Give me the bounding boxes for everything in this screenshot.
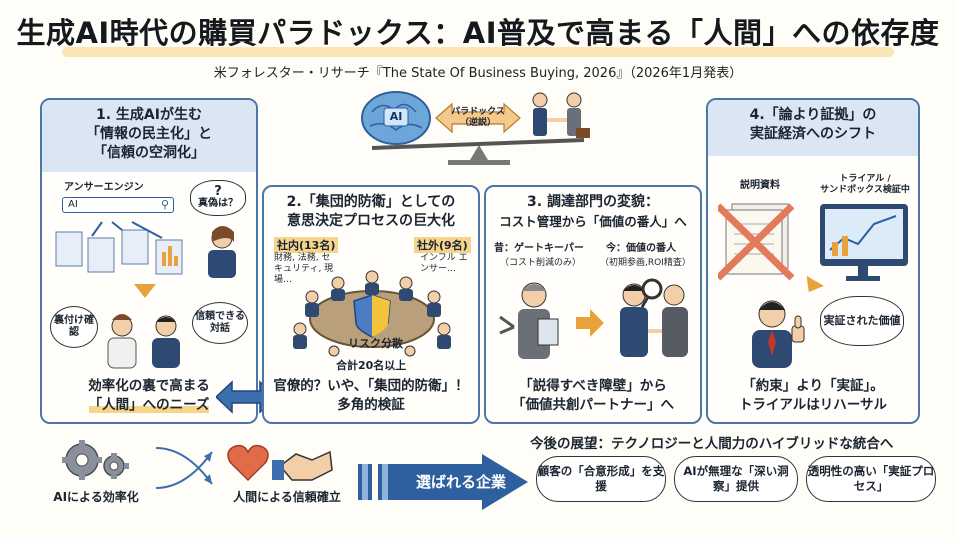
now-label: 今：価値の番人 (606, 243, 676, 254)
panel-4-title-line-1: 4.「論より証拠」の (749, 107, 877, 123)
businessman-thumbsup (752, 300, 805, 368)
panel-4-title-line-2: 実証経済へのシフト (750, 126, 876, 142)
outlook-pill-2: AIが無理な「深い洞察」提供 (674, 456, 798, 502)
panel-1-conclusion: 効率化の裏で高まる 「人間」へのニーズ (42, 377, 256, 415)
doc-label: 説明資料 (740, 180, 780, 191)
panel-1-title-line-1: 1. 生成AIが生む (96, 107, 202, 123)
panel-1-title-line-3: 「信頼の空洞化」 (93, 145, 205, 161)
panel-3-title: 3. 調達部門の変貌： コスト管理から「価値の番人」へ (488, 193, 698, 231)
question-bubble: ? 真偽は？ (190, 180, 246, 216)
scale-icon (361, 91, 590, 165)
panel-1: 1. 生成AIが生む 「情報の民主化」と 「信頼の空洞化」 アンサーエンジン A… (40, 98, 258, 424)
panel-1-title: 1. 生成AIが生む 「情報の民主化」と 「信頼の空洞化」 (46, 106, 252, 163)
paradox-label-1: パラドックス (451, 107, 505, 117)
external-desc: インフル エンサー… (420, 253, 468, 274)
page-subtitle: 米フォレスター・リサーチ『The State Of Business Buyin… (213, 66, 743, 81)
panel-4-header-bg (708, 100, 918, 156)
crossing-arrows-icon (155, 447, 213, 489)
panel-2: 2.「集団的防衛」としての 意思決定プロセスの巨大化 社内(13名) 財務, 法… (262, 185, 480, 424)
conversation-people (107, 314, 180, 369)
panel-4-conclusion-2: トライアルはリハーサル (738, 397, 888, 413)
proof-illustration (718, 203, 908, 281)
internal-label: 社内(13名) (274, 237, 339, 253)
past-label: 昔：ゲートキーパー (494, 243, 584, 254)
outlook-pill-3-text: 透明性の高い「実証プロセス」 (807, 464, 935, 493)
trial-label: トライアル / サンドボックス検証中 (816, 174, 914, 196)
bubble-trust-text: 信頼できる対話 (195, 311, 245, 334)
panel-2-conclusion: 官僚的？いや、「集団的防衛」！ 多角的検証 (264, 377, 478, 415)
chosen-company-arrow (352, 454, 528, 510)
panel-1-title-line-2: 「情報の民主化」と (86, 126, 212, 142)
question-text: 真偽は？ (198, 198, 238, 209)
outlook-title: 今後の展望：テクノロジーと人間力のハイブリッドな統合へ (530, 436, 894, 452)
trial-label-2: サンドボックス検証中 (820, 185, 910, 195)
ai-efficiency-label: AIによる効率化 (53, 490, 139, 504)
panel-3-conclusion-1: 「説得すべき障壁」から (519, 378, 667, 394)
internal-desc: 財務, 法務, セキュリティ, 現場… (274, 253, 334, 285)
bubble-trust: 信頼できる対話 (192, 302, 248, 344)
chosen-company-label: 選ばれる企業 (415, 473, 506, 491)
answer-engine-label: アンサーエンジン (64, 182, 144, 193)
outlook-pill-1: 顧客の「合意形成」を支援 (536, 456, 666, 502)
title-highlight (62, 47, 894, 57)
trial-label-1: トライアル / (839, 174, 891, 184)
panel-2-title-line-2: 意思決定プロセスの巨大化 (287, 213, 455, 229)
proven-value-bubble: 実証された価値 (820, 296, 904, 346)
gears-icon (62, 440, 129, 480)
risk-label: リスク分散 (348, 337, 403, 350)
heart-handshake-icon (227, 444, 333, 482)
proven-value-text: 実証された価値 (823, 314, 901, 327)
human-trust-label: 人間による信頼確立 (233, 490, 341, 504)
paradox-label-2: （逆説） (459, 118, 496, 128)
search-bar: AI ⚲ (62, 197, 174, 213)
panel-4: 4.「論より証拠」の 実証経済へのシフト 説明資料 トライアル / サンドボック… (706, 98, 920, 424)
external-label: 社外(9名) (414, 237, 471, 253)
panel-4-conclusion-1: 「約束」より「実証」。 (742, 378, 884, 394)
documents-illustration (55, 221, 236, 278)
outlook-pill-1-text: 顧客の「合意形成」を支援 (537, 464, 665, 493)
bubble-verify: 裏付け確認 (50, 306, 98, 348)
outlook-pill-2-text: AIが無理な「深い洞察」提供 (683, 464, 789, 493)
panel-2-conclusion-2: 多角的検証 (337, 397, 405, 413)
meeting-table-illustration (293, 270, 451, 357)
outlook-pill-3: 透明性の高い「実証プロセス」 (806, 456, 936, 502)
total-label: 合計20名以上 (336, 359, 407, 372)
bubble-verify-text: 裏付け確認 (54, 315, 94, 338)
panel-4-title: 4.「論より証拠」の 実証経済へのシフト (710, 106, 916, 144)
paradox-label: パラドックス （逆説） (450, 107, 506, 129)
panel-4-conclusion: 「約束」より「実証」。 トライアルはリハーサル (708, 377, 918, 415)
panel-3-title-line-2: コスト管理から「価値の番人」へ (499, 214, 687, 229)
past-sub: （コスト削減のみ） (500, 258, 582, 268)
brain-label: AI (389, 110, 403, 123)
now-sub: （初期参画,ROI精査） (600, 258, 691, 268)
panel-3-title-line-1: 3. 調達部門の変貌： (527, 194, 659, 210)
panel-2-conclusion-1: 官僚的？いや、「集団的防衛」！ (273, 378, 469, 394)
double-arrow-icon (216, 380, 276, 414)
panel-3: 3. 調達部門の変貌： コスト管理から「価値の番人」へ 昔：ゲートキーパー （コ… (484, 185, 702, 424)
procurement-illustration (499, 278, 688, 359)
panel-1-conclusion-2: 「人間」へのニーズ (88, 397, 210, 413)
panel-1-conclusion-1: 効率化の裏で高まる (88, 378, 210, 394)
paradox-scale: AI パラドックス （逆説） (352, 90, 604, 165)
panel-2-title-line-1: 2.「集団的防衛」としての (286, 194, 456, 210)
down-arrow-icon (134, 284, 156, 298)
page-title: 生成AI時代の購買パラドックス：AI普及で高まる「人間」への依存度 (16, 16, 940, 50)
search-icon: ⚲ (160, 198, 169, 211)
panel-3-conclusion-2: 「価値共創パートナー」へ (512, 397, 674, 413)
panel-3-conclusion: 「説得すべき障壁」から 「価値共創パートナー」へ (486, 377, 700, 415)
search-text: AI (68, 199, 78, 210)
panel-2-title: 2.「集団的防衛」としての 意思決定プロセスの巨大化 (266, 193, 476, 231)
panel-1-header-bg (42, 100, 256, 172)
